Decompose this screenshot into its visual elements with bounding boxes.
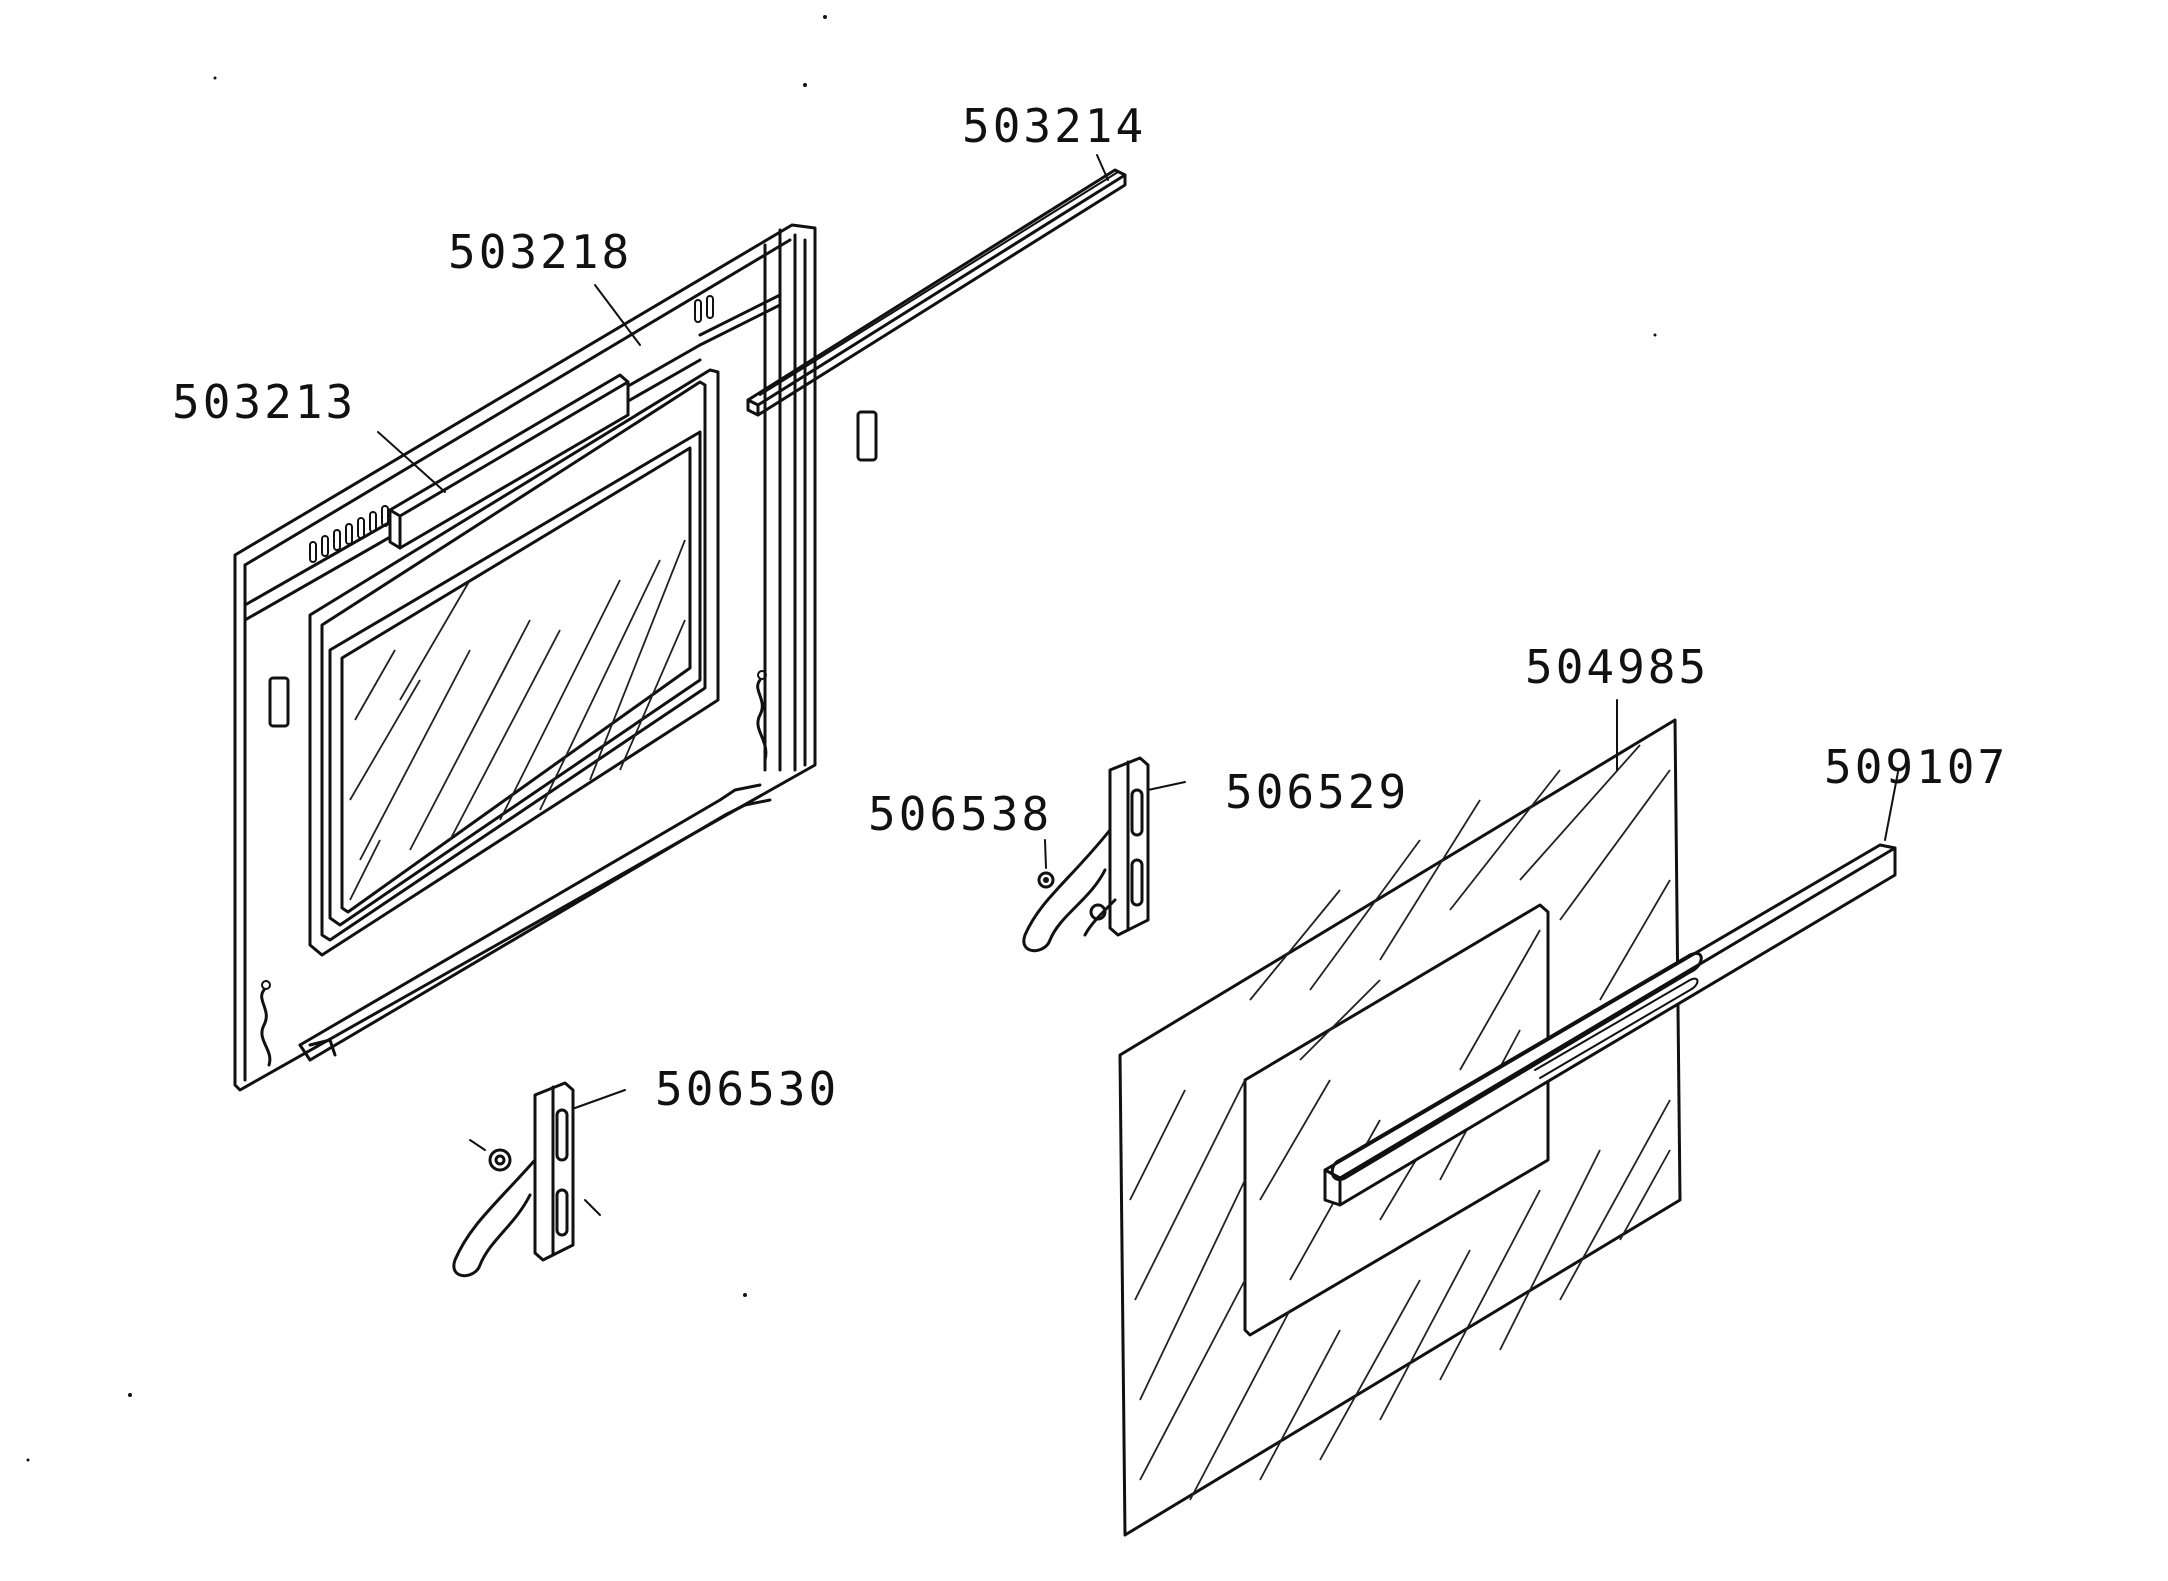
outer-glass-hatch: [1129, 744, 1671, 1501]
part-label-509107: 509107: [1824, 740, 2008, 794]
part-label-503213: 503213: [172, 375, 356, 429]
vent-slots: [309, 505, 389, 563]
part-label-506529: 506529: [1225, 765, 1409, 819]
hinge-506530: [452, 1081, 601, 1278]
part-label-506538: 506538: [868, 787, 1052, 841]
scan-specks: [26, 15, 1657, 1462]
part-label-504985: 504985: [1525, 640, 1709, 694]
top-bracket-503213: [388, 373, 630, 550]
part-label-503214: 503214: [962, 99, 1146, 153]
inner-door-panel: [233, 223, 878, 1092]
part-label-506530: 506530: [655, 1062, 839, 1116]
handle-509107: [1323, 843, 1897, 1207]
hinge-506529: [1022, 756, 1150, 953]
inner-glass-hatch: [349, 539, 686, 901]
leader-lines: [377, 154, 1899, 1109]
part-number-labels: 503214 503218 503213 504985 509107 50653…: [172, 99, 2008, 1116]
part-label-503218: 503218: [448, 225, 632, 279]
top-strip-503214: [746, 168, 1127, 417]
